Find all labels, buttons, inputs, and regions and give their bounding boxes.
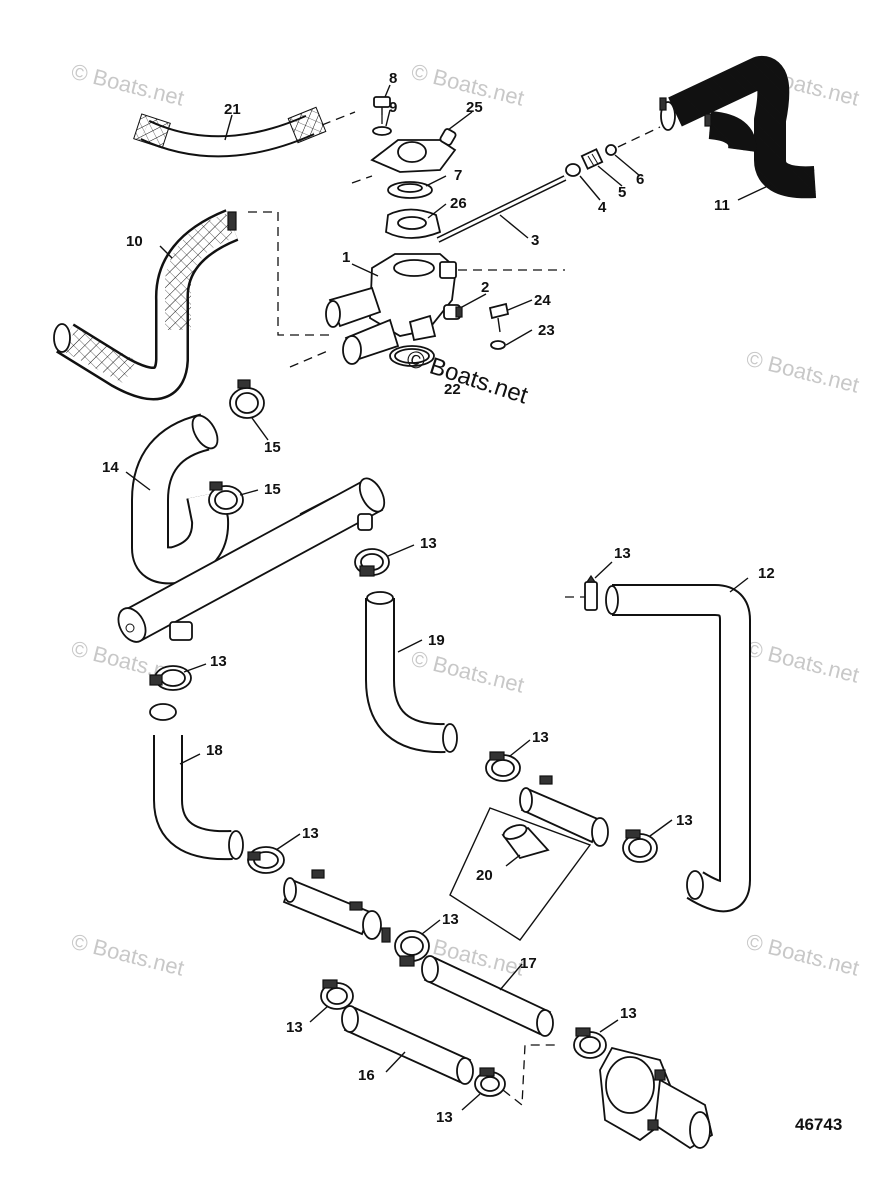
water-pump: [502, 1044, 714, 1150]
leader-lines: [125, 84, 771, 1111]
callout-4: 4: [598, 199, 607, 216]
callout-10: 10: [126, 233, 143, 250]
callout-5: 5: [618, 184, 626, 201]
callout-23: 23: [538, 322, 555, 339]
water-distribution-pipe: [117, 477, 386, 643]
watermark: © Boats.net: [409, 646, 527, 698]
callout-21: 21: [224, 101, 241, 118]
hose-19: [365, 591, 458, 754]
callout-3: 3: [531, 232, 539, 249]
callout-13: 13: [614, 545, 631, 562]
o-ring: [149, 703, 177, 721]
hose-17: [421, 955, 554, 1037]
hose-16: [341, 1005, 474, 1085]
callout-13: 13: [436, 1109, 453, 1126]
callout-11: 11: [714, 197, 730, 214]
thermostat-housing-assembly: [248, 96, 661, 368]
callout-13: 13: [676, 812, 693, 829]
small-fitting-13: [565, 574, 598, 611]
hose-11: [659, 56, 817, 199]
hose-10: [53, 209, 239, 401]
watermark: © Boats.net: [69, 59, 187, 111]
callout-17: 17: [520, 955, 537, 972]
callout-22: 22: [444, 381, 461, 398]
hose-14: [131, 413, 230, 585]
callout-15: 15: [264, 481, 281, 498]
callout-13: 13: [302, 825, 319, 842]
center-watermark: © Boats.net: [403, 345, 531, 410]
watermark: © Boats.net: [744, 636, 862, 688]
sleeve-20: [449, 807, 592, 941]
callout-9: 9: [389, 99, 397, 116]
callout-15: 15: [264, 439, 281, 456]
callout-25: 25: [466, 99, 483, 116]
clamp-13: [149, 665, 192, 691]
clamp-13: [354, 548, 390, 577]
watermark: © Boats.net: [744, 929, 862, 981]
callout-13: 13: [420, 535, 437, 552]
callout-13: 13: [286, 1019, 303, 1036]
callout-6: 6: [636, 171, 644, 188]
clamp-13: [320, 979, 354, 1010]
callout-13: 13: [210, 653, 227, 670]
callout-14: 14: [102, 459, 119, 476]
clamp-13: [573, 1027, 607, 1059]
clamp-15a: [229, 379, 265, 419]
coupling-left: [247, 846, 430, 967]
callout-19: 19: [428, 632, 445, 649]
clamp-13: [474, 1067, 506, 1097]
callout-18: 18: [206, 742, 223, 759]
callout-16: 16: [358, 1067, 375, 1084]
clamp-15b: [208, 481, 244, 515]
callout-13: 13: [442, 911, 459, 928]
hose-18: [153, 735, 244, 861]
callout-2: 2: [481, 279, 489, 296]
coupling-right: [485, 751, 658, 863]
watermark: © Boats.net: [744, 346, 862, 398]
callout-labels: 8 9 25 21 7 26 1 2 3 24 23 22 4 5 6 11 1…: [102, 70, 775, 1126]
diagram-reference-number: 46743: [795, 1115, 842, 1134]
callout-20: 20: [476, 867, 493, 884]
callout-26: 26: [450, 195, 467, 212]
hose-12: [605, 584, 751, 913]
callout-7: 7: [454, 167, 462, 184]
callout-8: 8: [389, 70, 397, 87]
callout-1: 1: [342, 249, 350, 266]
callout-13: 13: [620, 1005, 637, 1022]
callout-24: 24: [534, 292, 551, 309]
watermark: © Boats.net: [69, 929, 187, 981]
hose-21: [133, 106, 356, 158]
callout-12: 12: [758, 565, 775, 582]
callout-13: 13: [532, 729, 549, 746]
